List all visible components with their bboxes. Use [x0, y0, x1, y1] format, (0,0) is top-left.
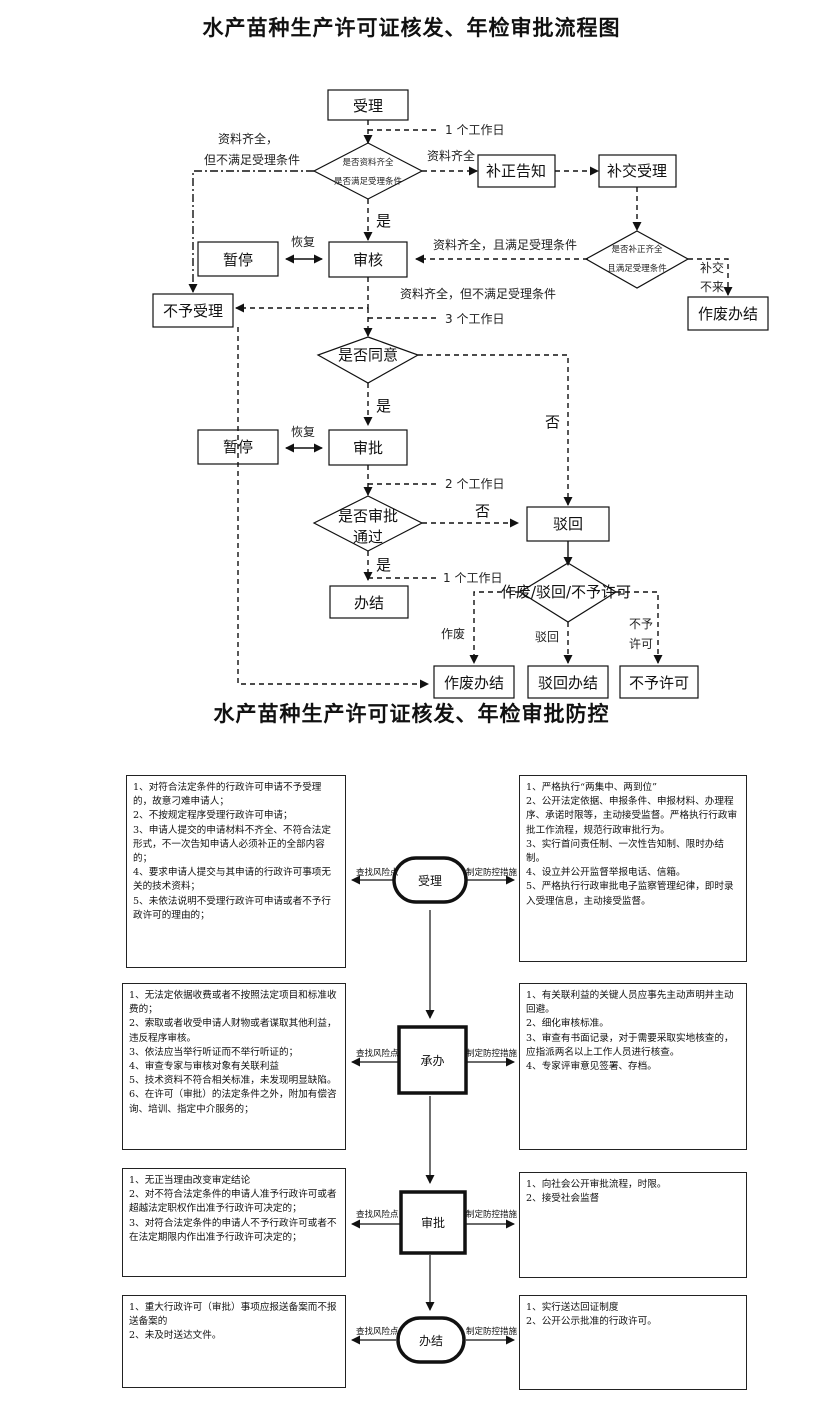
node-void-finish-2: 作废办结	[444, 674, 504, 692]
label-1-workday-b: 1 个工作日	[443, 571, 502, 585]
node-void-finish-1: 作废办结	[698, 305, 758, 323]
label-complete-ok: 资料齐全，且满足受理条件	[433, 237, 577, 252]
flowchart-title: 水产苗种生产许可证核发、年检审批流程图	[202, 16, 621, 40]
label-measure-4: 制定防控措施	[466, 1327, 518, 1337]
label-no-resubmit-2: 不来	[700, 280, 724, 294]
node-reject-accept: 不予受理	[163, 302, 223, 320]
measure-item: 2、公开法定依据、申报条件、申报材料、办理程序、承诺时限等，主动接受监督。严格执…	[526, 796, 738, 836]
node-finish: 办结	[354, 594, 384, 612]
node-approve: 审批	[353, 439, 383, 457]
risk-item: 3、对符合法定条件的申请人不予行政许可或者不在法定期限内作出准予行政许可决定的；	[129, 1217, 337, 1243]
risk-item: 2、未及时送达文件。	[129, 1330, 222, 1342]
label-not-permit-1: 不予	[629, 617, 653, 631]
risk-node-accept: 受理	[417, 874, 442, 888]
label-no-2: 否	[475, 502, 490, 520]
label-not-permit-2: 许可	[629, 637, 653, 651]
risk-item: 5、技术资料不符合相关标准，未发现明显缺陷。	[129, 1075, 337, 1087]
label-complete-not-ok-2: 但不满足受理条件	[204, 153, 300, 167]
label-docs-complete: 资料齐全	[427, 148, 475, 163]
risk-box-approve: 1、无正当理由改变审定结论 2、对不符合法定条件的申请人准予行政许可或者超越法定…	[122, 1168, 346, 1277]
label-measure-3: 制定防控措施	[466, 1210, 518, 1220]
measure-item: 4、专家评审意见签署、存档。	[526, 1061, 657, 1073]
measure-item: 1、严格执行“两集中、两到位”	[526, 782, 658, 793]
measure-item: 2、公开公示批准的行政许可。	[526, 1316, 657, 1328]
node-suspend-2: 暂停	[223, 438, 253, 456]
risk-item: 5、未依法说明不受理行政许可申请或者不予行政许可的理由的；	[133, 895, 331, 921]
risk-item: 3、依法应当举行听证而不举行听证的；	[129, 1046, 299, 1058]
decision-resubmit-line2: 且满足受理条件	[607, 263, 667, 274]
node-correction-notice: 补正告知	[486, 162, 546, 180]
label-no-1: 否	[545, 413, 560, 431]
risk-item: 4、要求申请人提交与其申请的行政许可事项无关的技术资料；	[133, 867, 331, 893]
risk-item: 4、审查专家与审核对象有关联利益	[129, 1061, 280, 1073]
measure-item: 2、细化审核标准。	[526, 1018, 609, 1030]
measure-box-accept: 1、严格执行“两集中、两到位” 2、公开法定依据、申报条件、申报材料、办理程序、…	[519, 775, 747, 962]
label-void: 作废	[441, 626, 465, 641]
measure-box-approve: 1、向社会公开审批流程，时限。 2、接受社会监督	[519, 1172, 747, 1278]
measure-item: 1、实行送达回证制度	[526, 1302, 619, 1313]
label-find-risk-2: 查找风险点	[356, 1049, 399, 1059]
label-measure-1: 制定防控措施	[466, 868, 518, 878]
node-review: 审核	[353, 251, 383, 269]
risk-chart-title: 水产苗种生产许可证核发、年检审批防控	[213, 702, 610, 726]
node-reject: 驳回	[553, 515, 583, 533]
risk-item: 6、在许可（审批）的法定条件之外，附加有偿咨询、培训、指定中介服务的；	[129, 1089, 337, 1115]
decision-resubmit-line1: 是否补正齐全	[611, 244, 663, 255]
measure-item: 2、接受社会监督	[526, 1193, 600, 1205]
label-no-resubmit-1: 补交	[700, 260, 724, 275]
decision-approved-line2: 通过	[353, 528, 383, 546]
risk-item: 2、索取或者收受申请人财物或者谋取其他利益，违反程序审核。	[129, 1018, 337, 1044]
measure-box-handle: 1、有关联利益的关键人员应事先主动声明并主动回避。 2、细化审核标准。 3、审查…	[519, 983, 747, 1150]
label-find-risk-4: 查找风险点	[356, 1327, 399, 1337]
risk-item: 1、无正当理由改变审定结论	[129, 1175, 251, 1186]
measure-item: 1、向社会公开审批流程，时限。	[526, 1179, 667, 1190]
node-resubmit-accept: 补交受理	[607, 162, 667, 180]
risk-item: 1、重大行政许可（审批）事项应报送备案而不报送备案的	[129, 1302, 337, 1328]
risk-item: 2、对不符合法定条件的申请人准予行政许可或者超越法定职权作出准予行政许可决定的；	[129, 1189, 337, 1215]
label-reject: 驳回	[535, 630, 559, 644]
decision-agree: 是否同意	[338, 346, 398, 364]
measure-item: 3、审查有书面记录，对于需要采取实地核查的，应指派两名以上工作人员进行核查。	[526, 1032, 734, 1058]
node-reject-finish: 驳回办结	[538, 674, 598, 692]
decision-complete-line2: 是否满足受理条件	[334, 176, 403, 187]
risk-box-finish: 1、重大行政许可（审批）事项应报送备案而不报送备案的 2、未及时送达文件。	[122, 1295, 346, 1388]
label-yes-3: 是	[376, 556, 391, 574]
risk-node-approve: 审批	[420, 1216, 445, 1230]
node-accept: 受理	[353, 97, 383, 115]
label-complete-not-ok-1: 资料齐全，	[218, 131, 278, 146]
label-1-workday-a: 1 个工作日	[445, 123, 504, 137]
decision-outcome: 作废/驳回/不予许可	[501, 583, 631, 601]
label-find-risk-3: 查找风险点	[356, 1210, 399, 1220]
label-restore-2: 恢复	[291, 425, 315, 439]
risk-item: 1、对符合法定条件的行政许可申请不予受理的，故意刁难申请人；	[133, 782, 322, 808]
risk-box-accept: 1、对符合法定条件的行政许可申请不予受理的，故意刁难申请人； 2、不按规定程序受…	[126, 775, 346, 968]
label-yes-1: 是	[376, 212, 391, 230]
risk-box-handle: 1、无法定依据收费或者不按照法定项目和标准收费的； 2、索取或者收受申请人财物或…	[122, 983, 346, 1150]
node-suspend-1: 暂停	[223, 251, 253, 269]
measure-item: 4、设立并公开监督举报电话、信箱。	[526, 867, 686, 879]
label-measure-2: 制定防控措施	[466, 1049, 518, 1059]
risk-item: 1、无法定依据收费或者不按照法定项目和标准收费的；	[129, 990, 337, 1016]
measure-item: 3、实行首问责任制、一次性告知制、限时办结制。	[526, 838, 724, 865]
risk-item: 2、不按规定程序受理行政许可申请；	[133, 810, 293, 822]
flowchart: 受理 是否资料齐全 是否满足受理条件 补正告知 补交受理 审核 暂停 不予受理 …	[152, 89, 769, 699]
label-yes-2: 是	[376, 397, 391, 415]
risk-item: 3、申请人提交的申请材料不齐全、不符合法定形式，不一次告知申请人必须补正的全部内…	[133, 824, 331, 865]
decision-approved-line1: 是否审批	[338, 507, 398, 525]
measure-box-finish: 1、实行送达回证制度 2、公开公示批准的行政许可。	[519, 1295, 747, 1390]
measure-item: 5、严格执行行政审批电子监察管理纪律，即时录入受理信息，主动接受监督。	[526, 881, 734, 907]
label-find-risk-1: 查找风险点	[356, 868, 399, 878]
label-complete-not-ok-b: 资料齐全，但不满足受理条件	[400, 286, 556, 301]
risk-node-handle: 承办	[420, 1054, 445, 1068]
risk-node-finish: 办结	[418, 1334, 443, 1348]
measure-item: 1、有关联利益的关键人员应事先主动声明并主动回避。	[526, 990, 734, 1016]
label-3-workday: 3 个工作日	[445, 312, 504, 326]
label-restore-1: 恢复	[291, 235, 315, 249]
decision-complete-line1: 是否资料齐全	[342, 157, 394, 168]
label-2-workday: 2 个工作日	[445, 477, 504, 491]
node-not-permit: 不予许可	[629, 674, 689, 692]
